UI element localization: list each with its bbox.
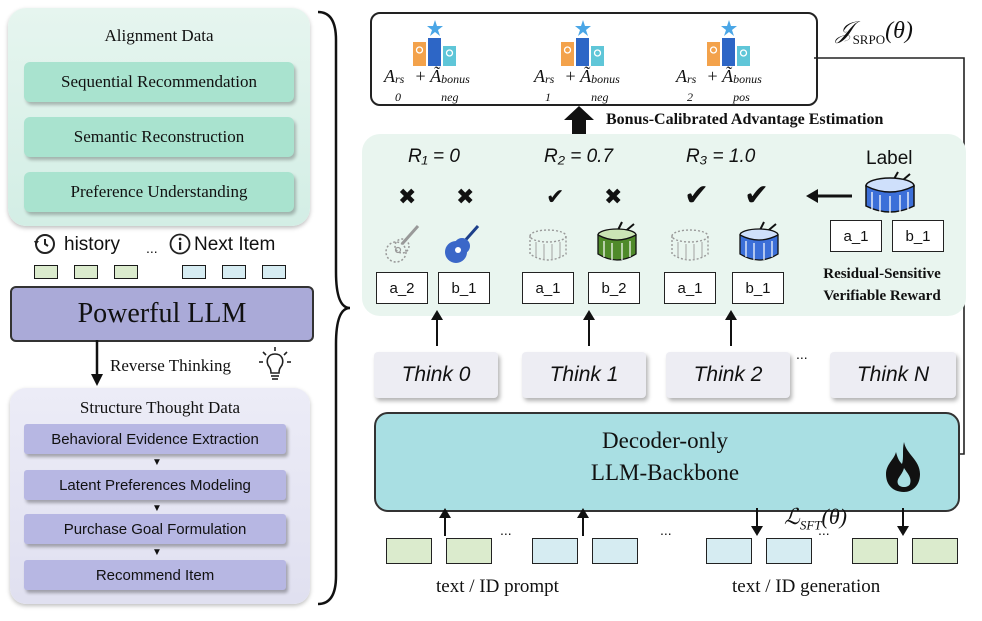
cross-mark: ✖	[456, 184, 475, 209]
latent-preferences-step: Latent Preferences Modeling	[24, 470, 286, 500]
step-down-arrow: ▼	[152, 503, 162, 514]
sft-objective: ℒSFT(θ)	[784, 504, 847, 533]
drum-blue-icon	[739, 221, 779, 261]
info-icon	[169, 233, 191, 255]
ranking-bars-icon	[413, 20, 456, 66]
reward-label-1: R₂ = 0.7	[544, 146, 614, 167]
reverse-thinking-arrow	[91, 340, 103, 386]
reward-title-line1: Residual-Sensitive	[823, 266, 941, 282]
next-item-token	[182, 265, 206, 279]
up-arrow	[725, 310, 737, 346]
sequential-recommendation-item: Sequential Recommendation	[24, 62, 294, 102]
label-title: Label	[866, 148, 913, 169]
cross-mark: ✖	[604, 184, 623, 209]
decoder-line2: LLM-Backbone	[590, 460, 740, 485]
structure-thought-title: Structure Thought Data	[79, 398, 241, 417]
candidate-item: a_1	[522, 272, 574, 304]
cross-mark: ✖	[398, 184, 417, 209]
generation-token	[912, 538, 958, 564]
prompt-token	[386, 538, 432, 564]
label-left-arrow	[806, 189, 852, 203]
down-arrow	[897, 508, 909, 536]
think-box-2: Think 2	[666, 352, 790, 398]
history-icon	[34, 234, 55, 254]
drum-outline-icon	[671, 229, 709, 261]
step-down-arrow: ▼	[152, 547, 162, 558]
history-token	[114, 265, 138, 279]
prompt-token	[592, 538, 638, 564]
semantic-reconstruction-item: Semantic Reconstruction	[24, 117, 294, 157]
up-arrow	[431, 310, 443, 346]
prompt-label: text / ID prompt	[436, 576, 559, 597]
ranking-bars-icon	[561, 20, 604, 66]
prompt-token	[446, 538, 492, 564]
preference-understanding-item: Preference Understanding	[24, 172, 294, 212]
next-item-label: Next Item	[194, 234, 276, 255]
history-token	[34, 265, 58, 279]
srpo-objective: 𝒥SRPO(θ)	[836, 18, 913, 47]
next-item-token	[262, 265, 286, 279]
drum-green-icon	[597, 221, 637, 261]
label-item-a1: a_1	[830, 220, 882, 252]
next-item-token	[222, 265, 246, 279]
powerful-llm-box: Powerful LLM	[10, 286, 314, 342]
candidate-item: b_2	[588, 272, 640, 304]
history-token	[74, 265, 98, 279]
check-mark: ✔	[684, 179, 710, 212]
up-arrow	[583, 310, 595, 346]
ranking-bars-icon	[707, 20, 750, 66]
generation-token	[706, 538, 752, 564]
history-label: history	[64, 234, 120, 255]
bonus-up-arrow	[564, 106, 594, 134]
candidate-item: a_1	[664, 272, 716, 304]
check-mark: ✔	[744, 179, 770, 212]
candidate-item: b_1	[732, 272, 784, 304]
decoder-backbone	[374, 412, 960, 512]
up-arrow	[577, 508, 589, 536]
purchase-goal-step: Purchase Goal Formulation	[24, 514, 286, 544]
down-arrow	[751, 508, 763, 536]
alignment-data-title: Alignment Data	[104, 26, 214, 45]
recommend-item-step: Recommend Item	[24, 560, 286, 590]
generation-token	[766, 538, 812, 564]
decoder-line1: Decoder-only	[602, 428, 728, 453]
candidate-item: b_1	[438, 272, 490, 304]
generation-ellipsis: ...	[818, 522, 830, 538]
label-item-b1: b_1	[892, 220, 944, 252]
prompt-ellipsis: ...	[660, 522, 672, 538]
reward-label-2: R₃ = 1.0	[686, 146, 756, 167]
candidate-item: a_2	[376, 272, 428, 304]
curly-brace	[317, 10, 351, 606]
generation-label: text / ID generation	[732, 576, 881, 597]
generation-token	[852, 538, 898, 564]
check-mark: ✔	[546, 184, 565, 209]
behavioral-evidence-step: Behavioral Evidence Extraction	[24, 424, 286, 454]
up-arrow	[439, 508, 451, 536]
guitar-blue-icon	[445, 225, 480, 263]
flame-icon	[886, 442, 920, 492]
think-box-0: Think 0	[374, 352, 498, 398]
think-ellipsis: ...	[796, 346, 808, 362]
reverse-thinking-label: Reverse Thinking	[110, 356, 232, 375]
prompt-ellipsis: ...	[500, 522, 512, 538]
step-down-arrow: ▼	[152, 457, 162, 468]
drum-outline-icon	[529, 229, 567, 261]
history-ellipsis: ...	[146, 240, 158, 256]
guitar-outline-icon	[385, 225, 420, 263]
reward-label-0: R₁ = 0	[408, 146, 460, 167]
think-box-1: Think 1	[522, 352, 646, 398]
bonus-calibrated-label: Bonus-Calibrated Advantage Estimation	[606, 111, 884, 128]
label-drum-icon	[865, 171, 915, 214]
think-box-n: Think N	[830, 352, 956, 398]
prompt-token	[532, 538, 578, 564]
reward-title-line2: Verifiable Reward	[823, 288, 941, 304]
lightbulb-icon	[259, 347, 291, 380]
